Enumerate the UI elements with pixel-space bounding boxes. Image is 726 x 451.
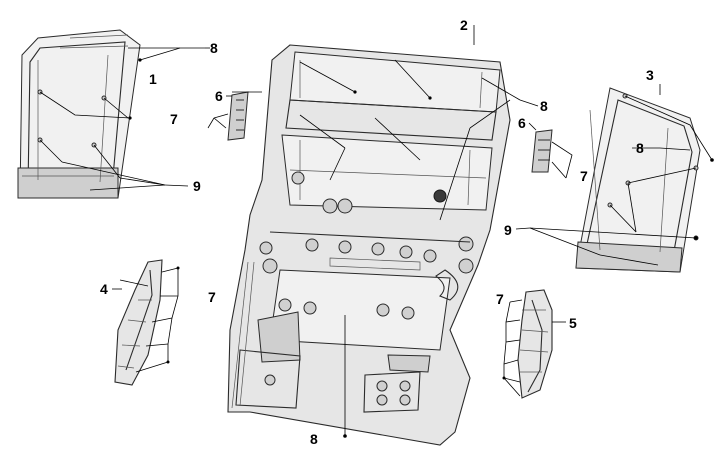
callout-8-top-left: 8 xyxy=(210,40,218,56)
callout-6-left: 6 xyxy=(215,88,223,104)
callout-7-pillar-right: 7 xyxy=(496,291,504,307)
part-3-right-trim-panel xyxy=(575,87,701,273)
label-leader-stubs xyxy=(112,25,661,323)
callout-6-right: 6 xyxy=(518,115,526,131)
part-6-right-bracket xyxy=(531,129,573,179)
part-6-left-bracket xyxy=(207,91,262,141)
callout-8-top-right: 8 xyxy=(540,98,548,114)
callout-5: 5 xyxy=(569,315,577,331)
callout-3: 3 xyxy=(646,67,654,83)
part-1-left-trim-panel xyxy=(17,29,141,199)
callout-4: 4 xyxy=(100,281,108,297)
fastener-leaders-part-1 xyxy=(39,47,205,191)
callout-labels: 1 2 3 4 5 6 6 7 7 7 7 8 8 8 8 9 9 xyxy=(100,17,654,447)
callout-7-right: 7 xyxy=(580,168,588,184)
callout-9-left: 9 xyxy=(193,178,201,194)
callout-2: 2 xyxy=(460,17,468,33)
callout-9-right: 9 xyxy=(504,222,512,238)
fastener-leaders-part-2 xyxy=(299,59,521,438)
part-2-main-floor-trim xyxy=(227,44,511,446)
callout-8-bottom: 8 xyxy=(310,431,318,447)
callout-7-left: 7 xyxy=(170,111,178,127)
part-4-left-pillar-trim xyxy=(114,259,180,386)
callout-1: 1 xyxy=(149,71,157,87)
part-5-right-pillar-trim xyxy=(502,289,553,399)
fastener-leaders-part-3 xyxy=(529,95,714,266)
callout-7-pillar-left: 7 xyxy=(208,289,216,305)
